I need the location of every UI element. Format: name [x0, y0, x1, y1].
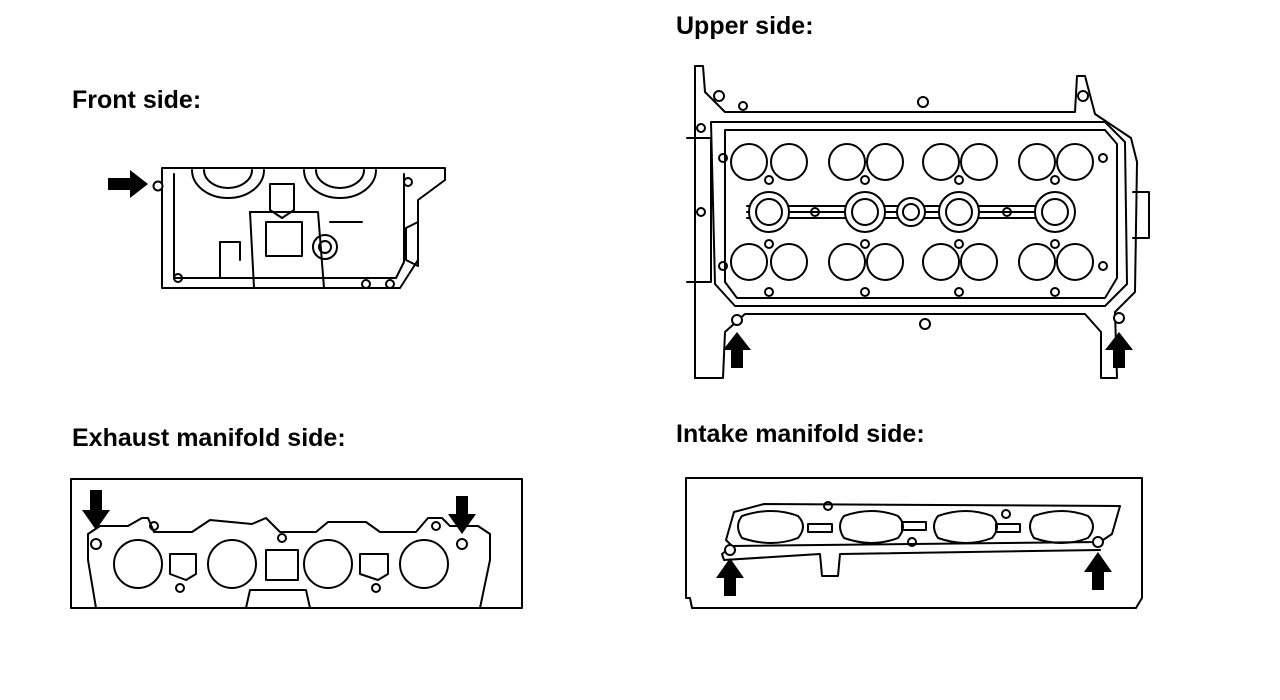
intake-side-hole: [1002, 510, 1010, 518]
exhaust-side-title: Exhaust manifold side:: [72, 424, 346, 452]
upper-side-drawing: [685, 62, 1155, 387]
intake-side-slots: [808, 522, 1020, 532]
upper-side-title: Upper side:: [676, 12, 814, 40]
front-side-hole: [174, 274, 182, 282]
intake-side-ports: [738, 511, 1093, 543]
exhaust-side-drawing: [70, 478, 525, 610]
upper-side-valve-ports: [731, 144, 1093, 280]
exhaust-side-ports: [114, 540, 448, 588]
intake-side-gasket-lower: [722, 546, 1100, 576]
exhaust-side-bolt-hole-right: [457, 539, 467, 549]
front-side-drawing: [108, 160, 460, 300]
exhaust-side-hole: [150, 522, 158, 530]
upper-side-bolt-hole-left: [732, 315, 742, 325]
intake-side-bolt-hole-left: [725, 545, 735, 555]
front-side-bolt-hole: [154, 182, 163, 191]
upper-side-cylinder-head-outline: [687, 66, 1149, 378]
exhaust-side-water-passages: [170, 550, 388, 580]
exhaust-side-hole: [372, 584, 380, 592]
exhaust-side-bolt-hole-left: [91, 539, 101, 549]
front-side-boss-bore: [319, 241, 331, 253]
front-side-hole: [404, 178, 412, 186]
intake-side-face-outline: [686, 478, 1142, 608]
front-side-boss: [313, 235, 337, 259]
intake-side-arrow-right: [1084, 552, 1112, 590]
front-side-timing-cover-area: [220, 184, 418, 288]
exhaust-side-hole: [278, 534, 286, 542]
front-side-cam-journals: [192, 170, 376, 198]
intake-side-bolt-hole-right: [1093, 537, 1103, 547]
upper-side-arrow-left: [723, 332, 751, 368]
exhaust-side-arrow-right: [448, 496, 476, 534]
exhaust-side-hole: [432, 522, 440, 530]
upper-side-small-holes: [697, 91, 1107, 329]
front-side-hole: [386, 280, 394, 288]
front-side-arrow: [108, 170, 148, 198]
upper-side-arrow-right: [1105, 332, 1133, 368]
exhaust-side-arrow-left: [82, 490, 110, 530]
upper-side-plug-bores: [747, 192, 1075, 232]
front-side-title: Front side:: [72, 86, 202, 114]
intake-side-drawing: [684, 476, 1146, 612]
intake-side-hole: [824, 502, 832, 510]
intake-side-hole: [908, 538, 916, 546]
exhaust-side-hole: [176, 584, 184, 592]
intake-side-arrow-left: [716, 558, 744, 596]
front-side-cylinder-head-outline: [162, 168, 445, 288]
intake-side-gasket-outline: [726, 504, 1120, 546]
exhaust-side-gasket-outline: [88, 518, 490, 608]
exhaust-side-face-outline: [71, 479, 522, 608]
upper-side-bolt-hole-right: [1114, 313, 1124, 323]
intake-side-title: Intake manifold side:: [676, 420, 925, 448]
exhaust-side-lower-boss: [246, 590, 310, 608]
front-side-hole: [362, 280, 370, 288]
